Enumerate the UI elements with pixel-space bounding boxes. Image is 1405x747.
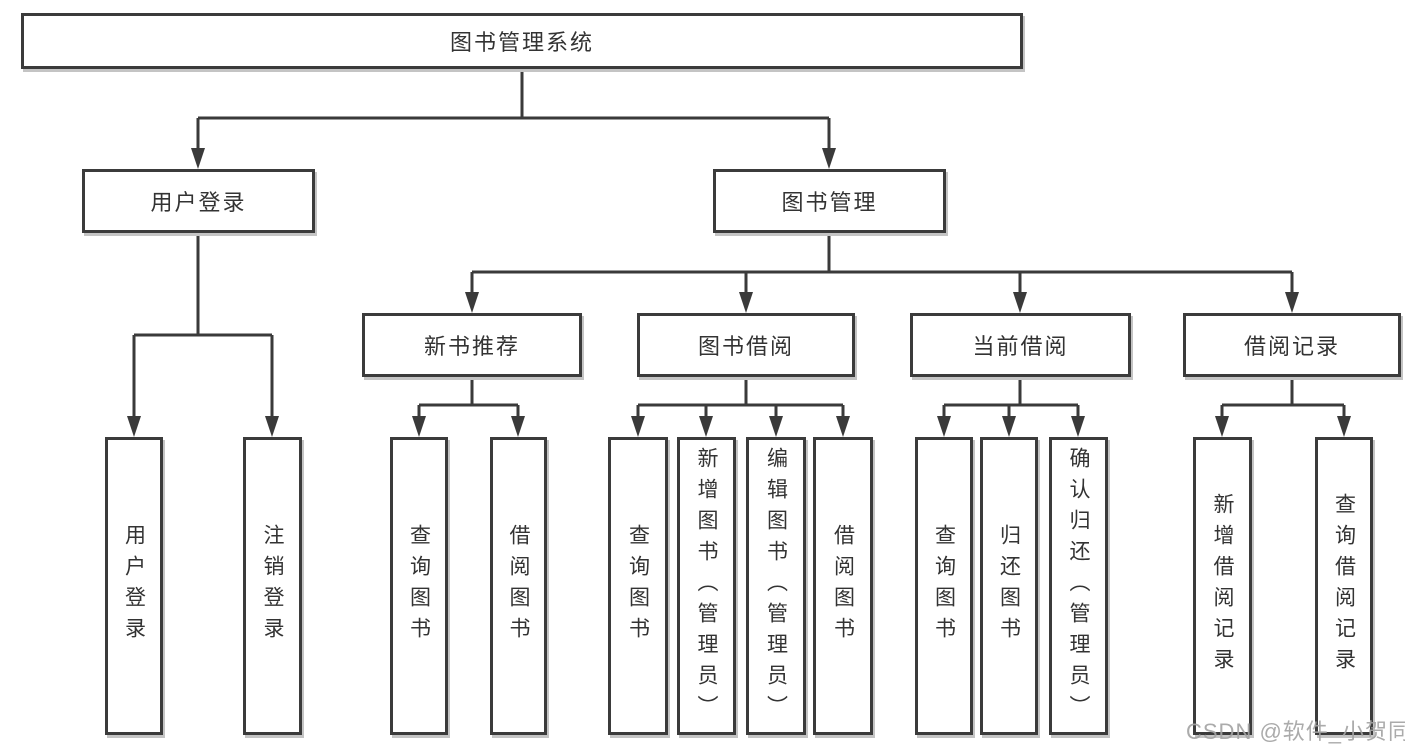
- arrowhead: [1285, 292, 1299, 313]
- arrowhead: [511, 416, 525, 437]
- leaf-borrow-book-recommend: 借阅图书: [490, 437, 547, 735]
- leaf-add-borrow-record: 新增借阅记录: [1193, 437, 1252, 735]
- arrowhead: [1337, 416, 1351, 437]
- node-user-login: 用户登录: [82, 169, 315, 233]
- arrowhead: [127, 416, 141, 437]
- arrowhead: [937, 416, 951, 437]
- arrowhead: [699, 416, 713, 437]
- arrowhead: [465, 292, 479, 313]
- leaf-query-book-recommend: 查询图书: [390, 437, 448, 735]
- leaf-query-book-current: 查询图书: [915, 437, 973, 735]
- arrowhead: [769, 416, 783, 437]
- watermark: CSDN @软件_小贺同学: [1186, 719, 1405, 744]
- arrowhead: [1215, 416, 1229, 437]
- arrowhead: [1013, 292, 1027, 313]
- arrowhead: [836, 416, 850, 437]
- leaf-confirm-return-admin: 确认归还（管理员）: [1049, 437, 1108, 735]
- leaf-return-book: 归还图书: [980, 437, 1038, 735]
- connector-book-borrow-children: [631, 377, 850, 437]
- node-new-book-recommend: 新书推荐: [362, 313, 582, 377]
- connector-book-management-children: [465, 233, 1299, 313]
- node-borrow-record: 借阅记录: [1183, 313, 1401, 377]
- arrowhead: [631, 416, 645, 437]
- arrowhead: [412, 416, 426, 437]
- connector-borrow-record-children: [1215, 377, 1351, 437]
- leaf-logout: 注销登录: [243, 437, 302, 735]
- node-root: 图书管理系统: [21, 13, 1023, 69]
- arrowhead: [1002, 416, 1016, 437]
- node-book-management: 图书管理: [713, 169, 946, 233]
- leaf-user-login: 用户登录: [105, 437, 163, 735]
- connector-current-borrow-children: [937, 377, 1085, 437]
- leaf-edit-book-admin: 编辑图书（管理员）: [746, 437, 806, 735]
- arrowhead: [822, 148, 836, 169]
- arrowhead: [1071, 416, 1085, 437]
- leaf-query-borrow-record: 查询借阅记录: [1315, 437, 1373, 735]
- node-current-borrow: 当前借阅: [910, 313, 1131, 377]
- connector-new-book-children: [412, 377, 525, 437]
- arrowhead: [739, 292, 753, 313]
- arrowhead: [265, 416, 279, 437]
- node-book-borrow: 图书借阅: [637, 313, 855, 377]
- connector-user-login-children: [127, 233, 279, 437]
- leaf-add-book-admin: 新增图书（管理员）: [677, 437, 736, 735]
- leaf-borrow-book: 借阅图书: [813, 437, 873, 735]
- leaf-query-book-borrow: 查询图书: [608, 437, 668, 735]
- arrowhead: [191, 148, 205, 169]
- connector-root-to-level2: [191, 69, 836, 169]
